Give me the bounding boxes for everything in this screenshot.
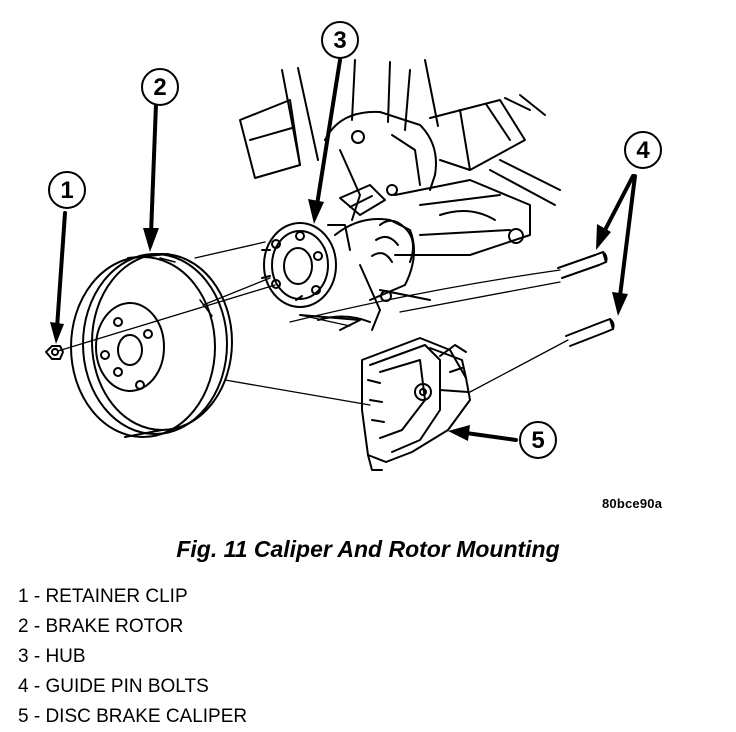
callout-circles xyxy=(48,21,662,459)
callout-3: 3 xyxy=(333,27,346,54)
callout-leaders xyxy=(50,58,637,442)
legend-item: 5 - DISC BRAKE CALIPER xyxy=(18,706,248,727)
guide-pin-bolts xyxy=(557,251,615,347)
legend-list: 1 - RETAINER CLIP 2 - BRAKE ROTOR 3 - HU… xyxy=(18,582,247,732)
legend-item: 1 - RETAINER CLIP xyxy=(18,586,188,607)
legend-item: 4 - GUIDE PIN BOLTS xyxy=(18,676,209,697)
disc-brake-caliper xyxy=(361,337,471,471)
callout-5: 5 xyxy=(531,427,544,454)
legend-item: 3 - HUB xyxy=(18,646,86,667)
hub xyxy=(261,222,351,308)
callout-4: 4 xyxy=(636,137,650,164)
brake-rotor xyxy=(70,253,233,438)
assembly-lines xyxy=(57,241,569,406)
figure-code: 80bce90a xyxy=(602,496,663,511)
retainer-clip xyxy=(45,345,64,360)
callout-1: 1 xyxy=(60,177,73,204)
suspension-assembly xyxy=(239,59,561,331)
figure-title: Fig. 11 Caliper And Rotor Mounting xyxy=(176,536,560,562)
legend-item: 2 - BRAKE ROTOR xyxy=(18,616,184,637)
caliper-rotor-illustration: 1 2 3 4 5 xyxy=(45,21,662,471)
callout-2: 2 xyxy=(153,74,166,101)
